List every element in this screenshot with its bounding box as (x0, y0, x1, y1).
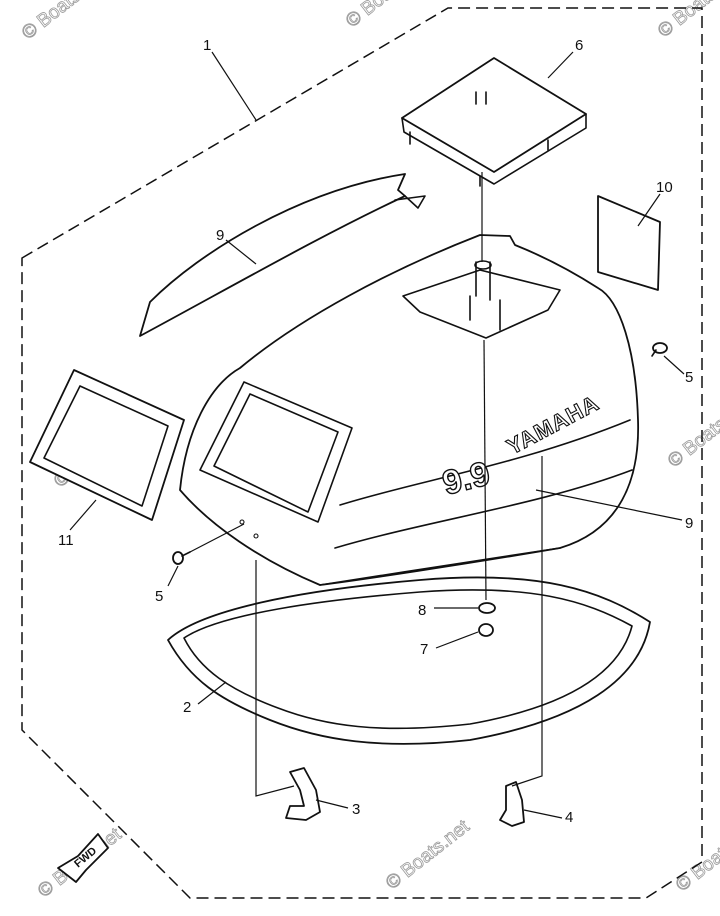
part-11-cover (29, 369, 185, 521)
part-3-bracket (285, 767, 321, 821)
cowling-window-inner (213, 393, 339, 513)
leader-10 (637, 193, 661, 227)
part-2-seal (167, 576, 651, 745)
watermark-right-mid: © Boats.net (664, 394, 720, 472)
assembly-boundary (21, 7, 703, 899)
callout-3: 3 (352, 801, 360, 818)
part-1-top-cowling: YAMAHA 9.9 (179, 234, 639, 586)
cap-fastener-mark (475, 91, 487, 105)
align-screw-lower (189, 523, 245, 553)
leader-9-upper (225, 239, 257, 265)
leader-6 (547, 51, 574, 79)
callout-7: 7 (420, 641, 428, 658)
callout-1: 1 (203, 37, 211, 54)
leader-2 (197, 681, 227, 705)
callout-9-upper: 9 (216, 227, 224, 244)
callout-10: 10 (656, 179, 673, 196)
cowling-screw-hole-a (239, 519, 245, 525)
leader-1 (211, 51, 257, 121)
leader-11 (69, 499, 97, 531)
leader-3 (315, 799, 349, 809)
leader-5-lower (167, 565, 179, 587)
part-5-screw-upper (651, 342, 668, 357)
leader-5-upper (663, 355, 685, 375)
part-4-bracket (499, 781, 525, 827)
cowling-boss-hole (474, 260, 492, 270)
watermark-top-right: © Boats.net (654, 0, 720, 42)
callout-6: 6 (575, 37, 583, 54)
cowling-bottom-rim (319, 547, 561, 586)
callout-labels: 1 2 3 4 5 5 6 7 8 9 9 10 11 (58, 37, 693, 826)
callout-4: 4 (565, 809, 573, 826)
seal-outer (167, 576, 651, 745)
fwd-arrow-shape (57, 833, 109, 883)
part-6-cap (401, 57, 587, 187)
cap-pins (409, 131, 549, 187)
leader-lines (69, 51, 685, 819)
leader-9-lower (535, 489, 683, 521)
seal-inner (183, 589, 633, 730)
cover-outer (29, 369, 185, 521)
watermark-top-left: © Boats.net (18, 0, 110, 44)
cowling-stripe-lower (334, 469, 633, 549)
callout-2: 2 (183, 699, 191, 716)
cowling-screw-hole-b (253, 533, 259, 539)
cover-inner (43, 385, 169, 507)
align-bracket-4 (511, 456, 543, 787)
part-9-upper-decal (139, 173, 406, 337)
watermark-top-center: © Boats.net (342, 0, 434, 32)
cap-top (401, 57, 587, 173)
align-bracket-3 (255, 560, 295, 797)
align-boss-to-grommet (483, 339, 487, 601)
callout-5-upper: 5 (685, 369, 693, 386)
watermark-bottom-right: © Boats.net (672, 818, 720, 896)
screw-lower-head (172, 551, 184, 565)
screw-lower-shank (181, 551, 191, 557)
callout-8: 8 (418, 602, 426, 619)
cowling-window-frame (199, 381, 353, 523)
leader-7 (435, 631, 479, 649)
part-5-screw-lower (172, 551, 191, 565)
screw-upper-shank (651, 349, 657, 357)
callout-11: 11 (58, 532, 74, 549)
cowling-top-opening (402, 269, 561, 339)
watermark-bottom-center: © Boats.net (382, 816, 474, 894)
callout-9-lower: 9 (685, 515, 693, 532)
part-9-upper-decal-edge (394, 195, 426, 209)
cowling-stripe-upper (339, 419, 631, 506)
callout-5-lower: 5 (155, 588, 163, 605)
part-8-washer (478, 602, 496, 614)
cap-side (401, 113, 587, 185)
leader-4 (523, 809, 563, 819)
cowling-boss (469, 261, 501, 331)
part-7-grommet (478, 623, 494, 637)
part-10-label (597, 195, 661, 291)
